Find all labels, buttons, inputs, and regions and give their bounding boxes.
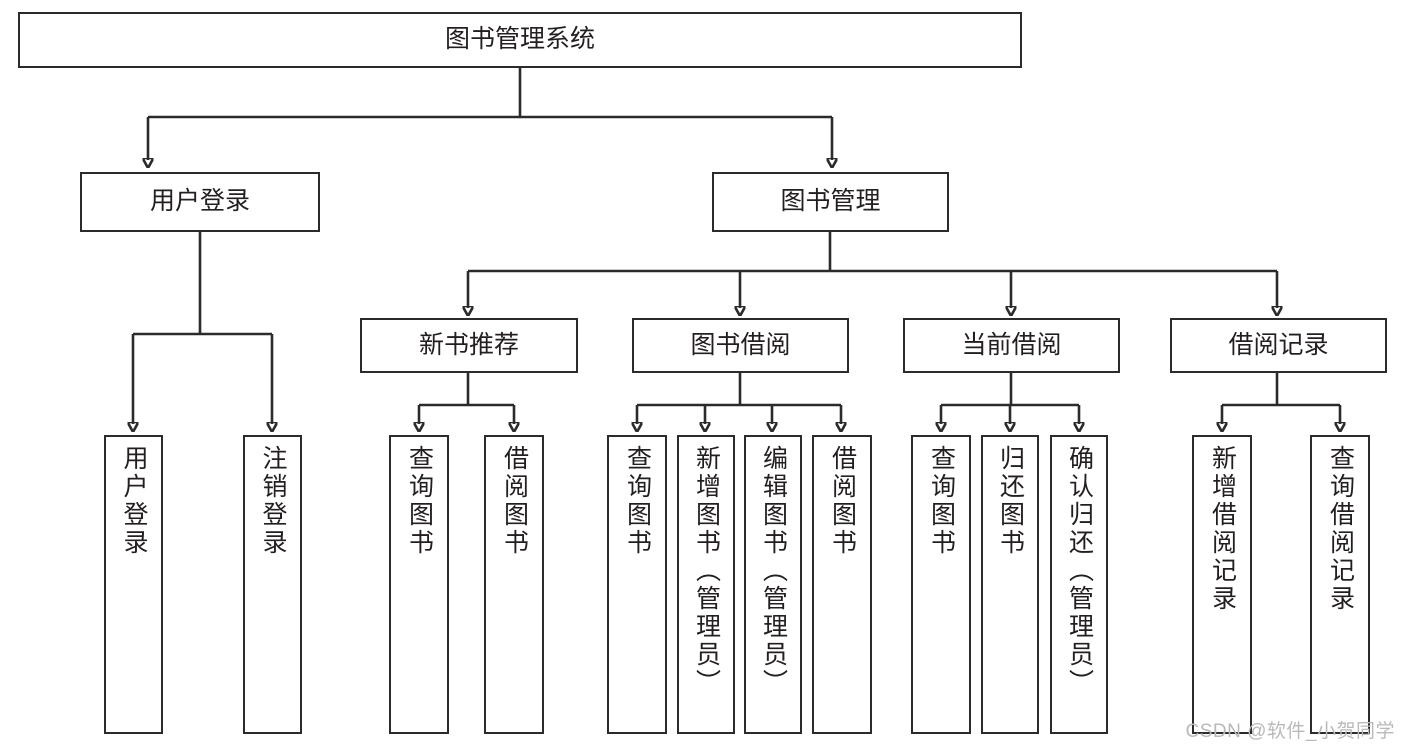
node-book-borrow[interactable]: 图书借阅 [632,318,849,373]
node-current-borrow[interactable]: 当前借阅 [903,318,1120,373]
leaf-current-query-book-label: 查询图书 [927,445,956,557]
leaf-user-login[interactable]: 用户登录 [104,435,163,734]
leaf-query-borrow-record[interactable]: 查询借阅记录 [1310,435,1370,734]
leaf-borrow-book[interactable]: 借阅图书 [812,435,872,734]
leaf-logout[interactable]: 注销登录 [243,435,302,734]
node-borrow-record-label: 借阅记录 [1228,330,1329,359]
leaf-new-book-borrow[interactable]: 借阅图书 [484,435,544,734]
node-new-book-recommend-label: 新书推荐 [418,330,519,359]
leaf-new-book-query-label: 查询图书 [405,445,434,557]
node-borrow-record[interactable]: 借阅记录 [1170,318,1387,373]
leaf-current-query-book[interactable]: 查询图书 [911,435,971,734]
leaf-return-book[interactable]: 归还图书 [981,435,1039,734]
leaf-borrow-book-label: 借阅图书 [828,445,857,557]
node-user-login[interactable]: 用户登录 [80,172,320,232]
node-root[interactable]: 图书管理系统 [18,12,1022,68]
leaf-add-borrow-record-label: 新增借阅记录 [1208,445,1237,613]
leaf-edit-book-admin-label: 编辑图书（管理员） [759,445,788,697]
leaf-confirm-return-admin-label: 确认归还（管理员） [1065,445,1094,697]
leaf-add-book-admin[interactable]: 新增图书（管理员） [677,435,735,734]
node-book-borrow-label: 图书借阅 [690,330,791,359]
leaf-logout-label: 注销登录 [259,445,287,557]
leaf-user-login-label: 用户登录 [120,445,148,557]
node-new-book-recommend[interactable]: 新书推荐 [360,318,578,373]
leaf-borrow-query-book-label: 查询图书 [623,445,652,557]
node-root-label: 图书管理系统 [444,25,595,54]
leaf-return-book-label: 归还图书 [996,445,1025,557]
node-book-management[interactable]: 图书管理 [712,172,949,232]
leaf-edit-book-admin[interactable]: 编辑图书（管理员） [744,435,802,734]
leaf-confirm-return-admin[interactable]: 确认归还（管理员） [1050,435,1108,734]
watermark: CSDN @软件_小贺同学 [1185,721,1395,742]
node-book-management-label: 图书管理 [780,187,881,216]
leaf-new-book-borrow-label: 借阅图书 [500,445,529,557]
leaf-add-book-admin-label: 新增图书（管理员） [692,445,721,697]
leaf-add-borrow-record[interactable]: 新增借阅记录 [1192,435,1252,734]
leaf-borrow-query-book[interactable]: 查询图书 [607,435,667,734]
leaf-new-book-query[interactable]: 查询图书 [389,435,449,734]
leaf-query-borrow-record-label: 查询借阅记录 [1326,445,1355,613]
node-current-borrow-label: 当前借阅 [961,330,1062,359]
node-user-login-label: 用户登录 [149,187,250,216]
